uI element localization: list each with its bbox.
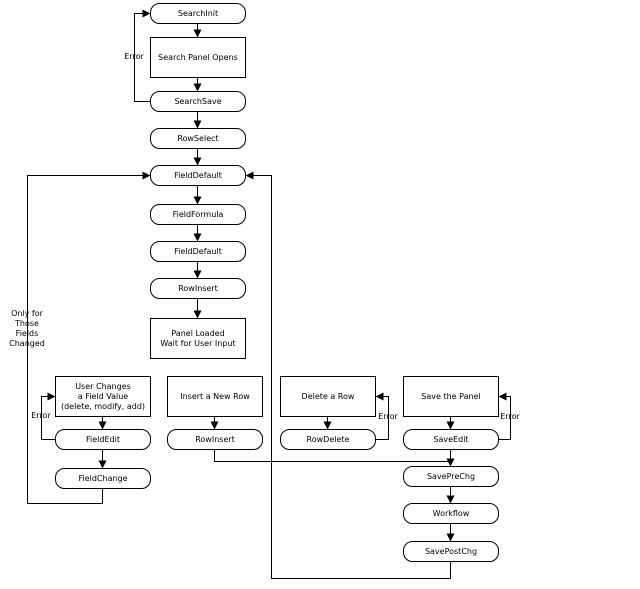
node-field-formula: FieldFormula [150, 204, 246, 225]
node-panel-loaded-shape [150, 318, 246, 359]
label-error-search-text: Error [124, 52, 144, 61]
node-field-formula-shape [150, 204, 246, 225]
node-search-init-shape [150, 3, 246, 24]
node-search-panel-opens-text: Search Panel Opens [158, 53, 238, 62]
node-save-pre-chg-text: SavePreChg [427, 472, 475, 481]
node-save-post-chg-text: SavePostChg [425, 547, 477, 556]
node-field-default-1-text: FieldDefault [174, 171, 222, 180]
node-user-changes-field-text: a Field Value [78, 392, 129, 401]
node-delete-row: Delete a Row [280, 376, 376, 417]
edge-field-edit-error-loop [41, 392, 56, 440]
node-row-select-text: RowSelect [177, 134, 218, 143]
node-field-change-shape [55, 468, 151, 489]
node-field-formula-text: FieldFormula [173, 210, 224, 219]
label-error-row-delete-text: Error [378, 412, 398, 421]
node-row-delete-shape [280, 429, 376, 450]
label-error-row-delete: Error [378, 412, 398, 421]
edge-save-edit-error-loop [498, 392, 511, 440]
node-insert-new-row-shape [167, 376, 263, 417]
node-save-edit: SaveEdit [403, 429, 499, 450]
node-workflow: Workflow [403, 503, 499, 524]
node-field-default-2-shape [150, 241, 246, 262]
label-only-changed-fields-text: Only for [11, 309, 44, 318]
label-error-save-edit: Error [500, 412, 520, 421]
node-field-edit-text: FieldEdit [86, 435, 120, 444]
node-row-delete: RowDelete [280, 429, 376, 450]
node-delete-row-text: Delete a Row [302, 392, 355, 401]
node-panel-loaded-text: Wait for User Input [160, 339, 235, 348]
node-row-insert-1-text: RowInsert [178, 284, 218, 293]
node-row-select: RowSelect [150, 128, 246, 149]
node-row-insert-2-shape [167, 429, 263, 450]
node-search-save-shape [150, 91, 246, 112]
node-field-default-2-text: FieldDefault [174, 247, 222, 256]
edge-row-delete-error-loop [375, 392, 389, 440]
node-save-edit-text: SaveEdit [433, 435, 468, 444]
node-row-select-shape [150, 128, 246, 149]
node-search-init: SearchInit [150, 3, 246, 24]
node-workflow-shape [403, 503, 499, 524]
node-insert-new-row: Insert a New Row [167, 376, 263, 417]
node-user-changes-field-text: User Changes [75, 382, 131, 391]
node-field-default-1-shape [150, 165, 246, 186]
node-save-pre-chg-shape [403, 466, 499, 487]
edge-search-error-loop [134, 9, 151, 102]
node-save-panel: Save the Panel [403, 376, 499, 417]
node-save-pre-chg: SavePreChg [403, 466, 499, 487]
node-search-panel-opens: Search Panel Opens [150, 37, 246, 78]
edge-field-change-loop-back [27, 171, 151, 504]
node-field-change-text: FieldChange [78, 474, 127, 483]
node-user-changes-field-shape [55, 376, 151, 417]
node-row-insert-1: RowInsert [150, 278, 246, 299]
node-field-default-2: FieldDefault [150, 241, 246, 262]
node-insert-new-row-text: Insert a New Row [180, 392, 250, 401]
node-delete-row-shape [280, 376, 376, 417]
label-error-field-edit-text: Error [31, 411, 51, 420]
label-error-save-edit-text: Error [500, 412, 520, 421]
label-only-changed-fields-text: Changed [9, 339, 45, 348]
node-row-insert-2-text: RowInsert [195, 435, 235, 444]
node-workflow-text: Workflow [433, 509, 470, 518]
node-search-init-text: SearchInit [178, 9, 218, 18]
label-error-field-edit: Error [31, 411, 51, 420]
connectors [27, 9, 511, 579]
edge-row-insert-merge [214, 449, 451, 462]
node-save-panel-shape [403, 376, 499, 417]
node-save-post-chg: SavePostChg [403, 541, 499, 562]
node-field-edit-shape [55, 429, 151, 450]
node-row-insert-2: RowInsert [167, 429, 263, 450]
node-save-edit-shape [403, 429, 499, 450]
node-field-change: FieldChange [55, 468, 151, 489]
node-save-post-chg-shape [403, 541, 499, 562]
label-error-search: Error [124, 52, 144, 61]
node-search-save: SearchSave [150, 91, 246, 112]
node-search-save-text: SearchSave [174, 97, 221, 106]
node-panel-loaded-text: Panel Loaded [171, 329, 224, 338]
node-user-changes-field-text: (delete, modify, add) [61, 402, 145, 411]
node-search-panel-opens-shape [150, 37, 246, 78]
node-field-default-1: FieldDefault [150, 165, 246, 186]
node-row-delete-text: RowDelete [307, 435, 350, 444]
label-only-changed-fields-text: Fields [16, 329, 39, 338]
node-row-insert-1-shape [150, 278, 246, 299]
node-field-edit: FieldEdit [55, 429, 151, 450]
label-only-changed-fields-text: Those [14, 319, 39, 328]
node-save-panel-text: Save the Panel [421, 392, 480, 401]
edge-save-loop-back [245, 171, 451, 579]
